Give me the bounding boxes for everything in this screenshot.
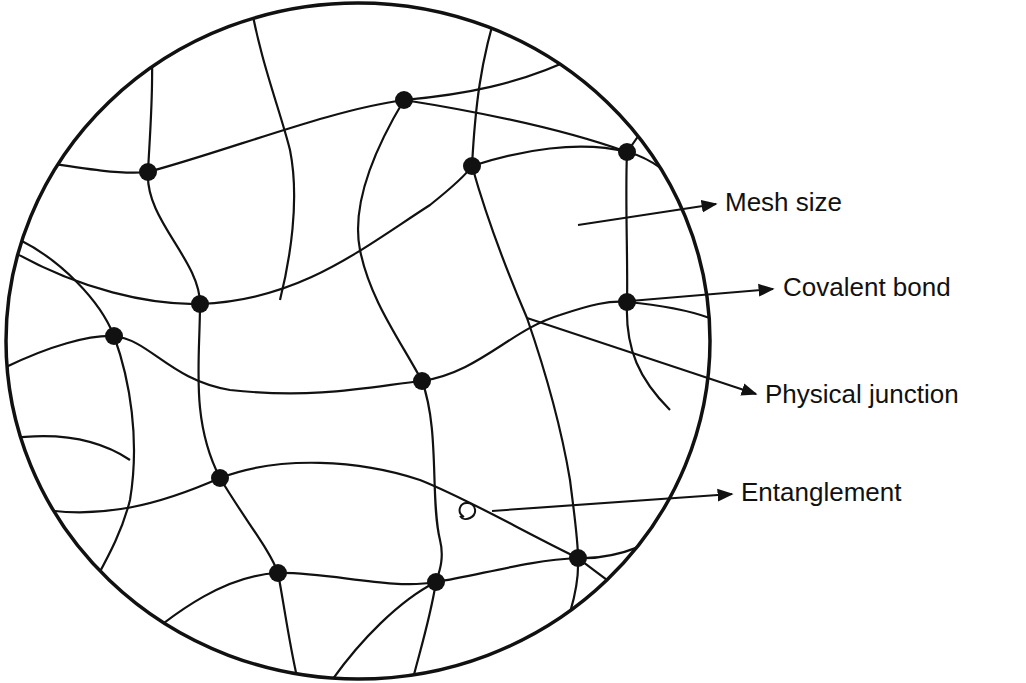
polymer-chains xyxy=(0,0,715,683)
leader-lines xyxy=(492,204,773,511)
callout-label: Covalent bond xyxy=(781,272,953,303)
covalent-crosslinks xyxy=(105,91,636,591)
callout-label: Entanglement xyxy=(739,477,903,508)
entanglement-loop xyxy=(460,503,475,519)
callout-label: Physical junction xyxy=(763,379,961,410)
network-boundary xyxy=(6,3,710,679)
callout-label: Mesh size xyxy=(723,187,844,218)
